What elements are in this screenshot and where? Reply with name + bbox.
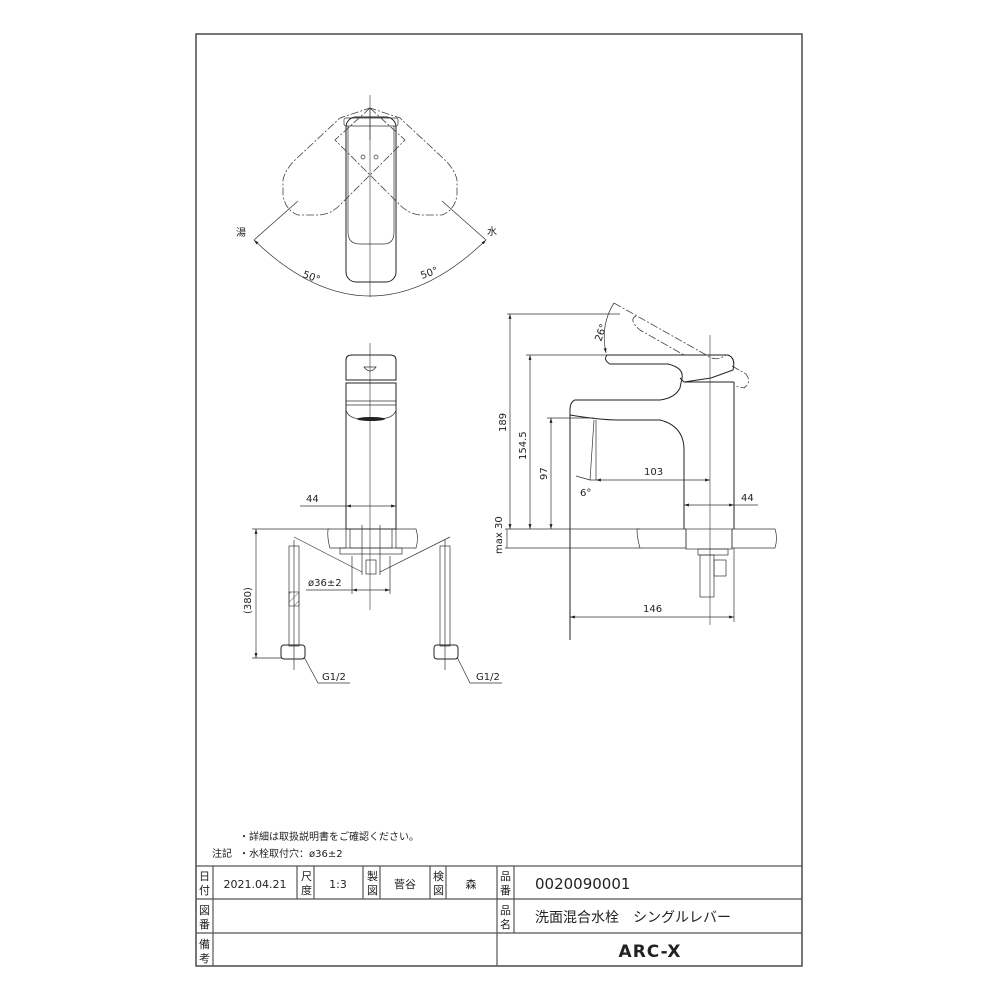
note-item-2: ・水栓取付穴：ø36±2 [239, 847, 343, 860]
product-name-value: 洗面混合水栓 シングルレバー [535, 910, 731, 926]
checked-value: 森 [466, 877, 477, 891]
side-view: 189 154.5 97 103 6° 44 max 30 146 26° [494, 302, 777, 640]
brand-logo: ARC-X [619, 942, 682, 962]
date-label: 日付 [199, 870, 210, 897]
side-width-dim: 44 [741, 493, 754, 504]
notes: ・詳細は取扱説明書をご確認ください。 注記 ・水栓取付穴：ø36±2 [212, 830, 419, 860]
deck-thickness-dim: max 30 [494, 516, 505, 554]
drawn-label: 製図 [367, 869, 378, 897]
lever-height-dim: 154.5 [518, 431, 529, 460]
checked-label: 検図 [433, 869, 444, 897]
top-view: 湯 水 50° 50° [236, 95, 497, 297]
hose-length-dim: (380) [243, 587, 254, 614]
spout-height-dim: 97 [539, 467, 550, 480]
remarks-label: 備考 [199, 938, 210, 965]
drawn-value: 菅谷 [394, 878, 416, 891]
part-no-value: 0020090001 [535, 875, 630, 893]
front-width-dim: 44 [306, 494, 319, 505]
hole-diameter-dim: ø36±2 [308, 578, 342, 589]
scale-label: 尺度 [301, 870, 312, 897]
spout-reach-dim: 103 [644, 467, 663, 478]
hot-label: 湯 [236, 226, 246, 239]
title-block: 日付 尺度 製図 検図 品番 図番 品名 備考 2021.04.21 1:3 菅… [196, 865, 802, 966]
scale-value: 1:3 [329, 878, 347, 891]
thread-right: G1/2 [476, 672, 500, 683]
front-view: 44 ø36±2 (380) G1/2 G1/2 [243, 343, 502, 684]
notes-label: 注記 [212, 847, 232, 860]
total-height-dim: 189 [498, 413, 509, 432]
thread-left: G1/2 [322, 672, 346, 683]
product-name-label: 品名 [500, 904, 511, 931]
angle-cold: 50° [419, 265, 439, 281]
drawing-no-label: 図番 [199, 904, 210, 931]
spout-angle-dim: 6° [580, 488, 591, 499]
lever-angle-dim: 26° [593, 323, 609, 343]
date-value: 2021.04.21 [224, 878, 287, 891]
angle-hot: 50° [301, 269, 321, 285]
total-depth-dim: 146 [643, 604, 662, 615]
note-item-1: ・詳細は取扱説明書をご確認ください。 [239, 830, 419, 843]
part-no-label: 品番 [500, 870, 511, 897]
cold-label: 水 [487, 226, 497, 238]
drawing-frame [195, 33, 803, 967]
